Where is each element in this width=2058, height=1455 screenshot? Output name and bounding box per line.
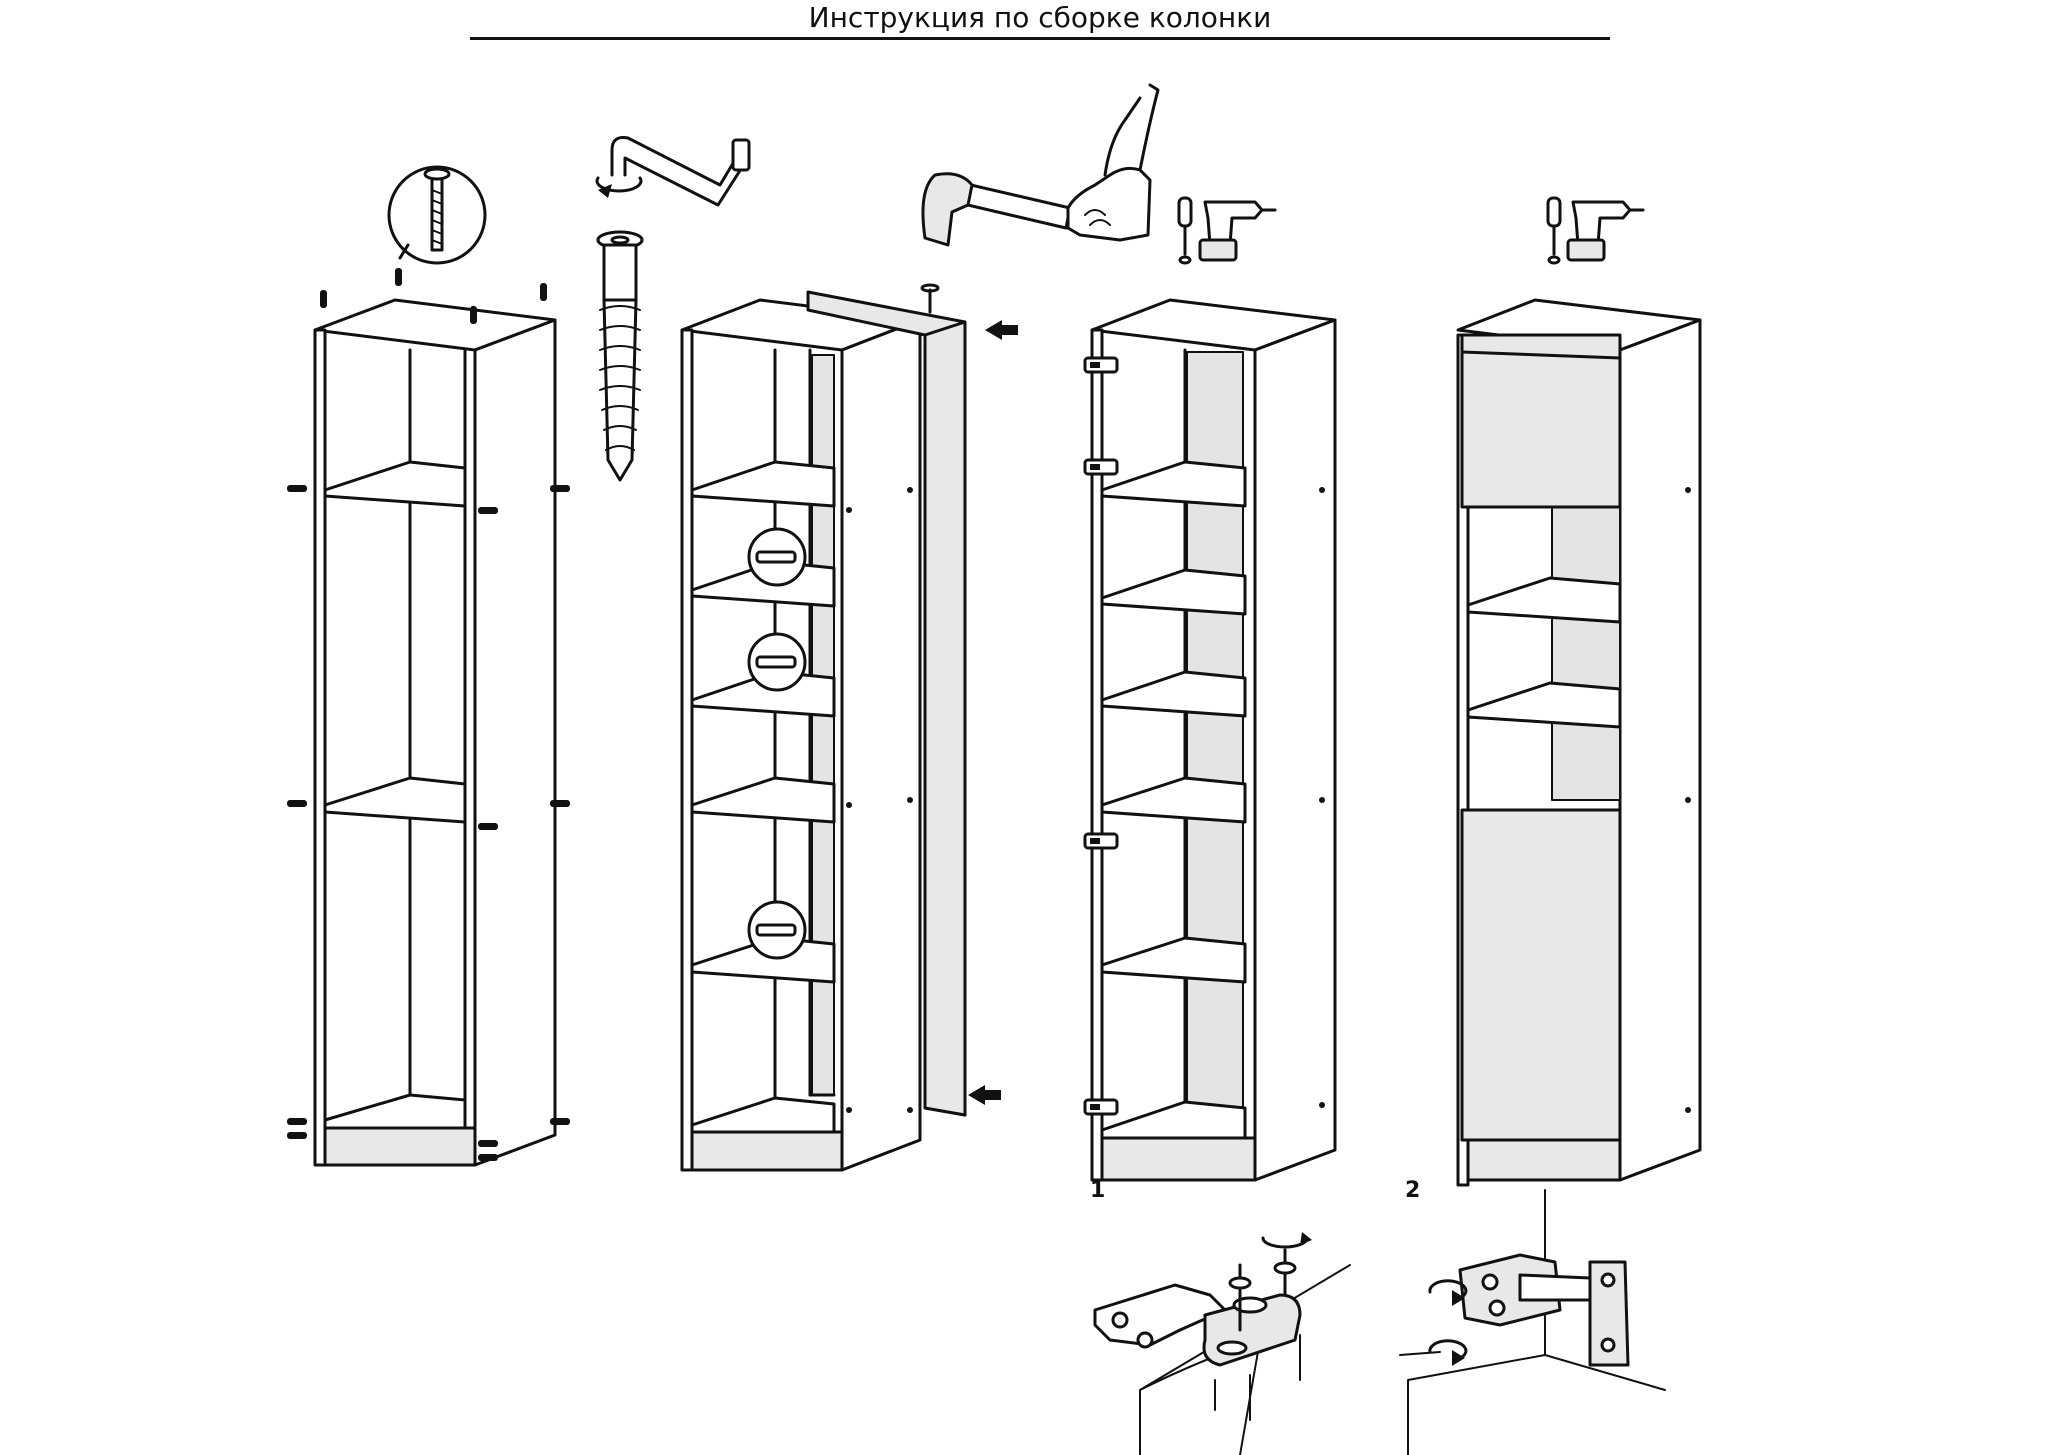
nail-icon bbox=[920, 283, 940, 314]
upper-door bbox=[1460, 333, 1622, 509]
confirmat-screw-icon bbox=[596, 230, 644, 482]
screwdriver-icon bbox=[1177, 196, 1193, 265]
hinge-adjustment-detail bbox=[1399, 1189, 1666, 1455]
peg-marks bbox=[287, 268, 570, 1161]
step-label-2: 2 bbox=[1405, 1178, 1421, 1203]
step-label-1: 1 bbox=[1090, 1178, 1106, 1203]
hinge-mounting-detail bbox=[1093, 1232, 1351, 1455]
drill-icon bbox=[1198, 200, 1277, 262]
dowel-icon bbox=[747, 527, 807, 960]
title-underline bbox=[470, 37, 1610, 40]
cabinet-shelves-step-b bbox=[680, 298, 922, 1172]
cabinet-frame-step-a bbox=[313, 298, 557, 1167]
cabinet-hinges-step-1 bbox=[1090, 298, 1337, 1182]
screwdriver-icon bbox=[1546, 196, 1562, 265]
page-title: Инструкция по сборке колонки bbox=[808, 1, 1272, 34]
back-panel bbox=[806, 290, 967, 1117]
drill-icon bbox=[1566, 200, 1645, 262]
hinge-icon bbox=[1083, 356, 1119, 1116]
lower-door bbox=[1460, 808, 1622, 1142]
arrow-icon bbox=[968, 320, 1018, 1105]
screw-icon bbox=[387, 165, 487, 265]
cabinet-doors-step-2 bbox=[1456, 298, 1702, 1187]
hammer-icon bbox=[921, 83, 1160, 247]
hex-key-icon bbox=[595, 136, 751, 207]
